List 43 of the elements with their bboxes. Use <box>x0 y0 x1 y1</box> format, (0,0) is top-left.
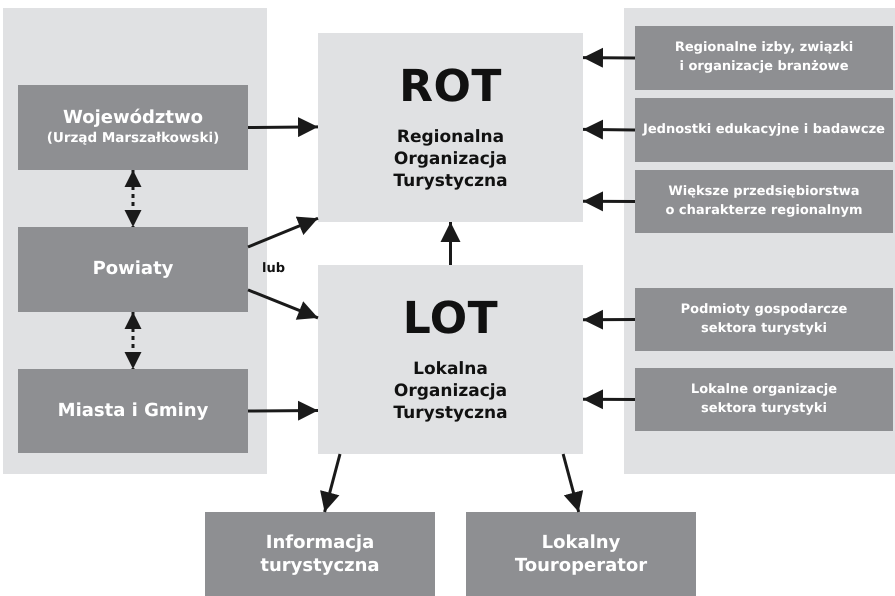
process-box <box>466 512 696 596</box>
arrow <box>247 288 319 320</box>
group-panel <box>624 8 895 474</box>
process-box <box>635 368 893 431</box>
process-box <box>635 26 893 90</box>
arrow <box>124 312 142 369</box>
process-box <box>205 512 435 596</box>
box-label: Podmioty gospodarcze sektora turystyki <box>680 300 848 338</box>
box-label: Miasta i Gminy <box>58 400 208 422</box>
acronym-title: ROT <box>399 63 502 112</box>
arrow <box>247 216 319 248</box>
arrow <box>248 400 318 421</box>
process-box <box>635 288 893 351</box>
organization-name: Lokalna Organizacja Turystyczna <box>392 358 509 424</box>
box-sublabel: (Urząd Marszałkowski) <box>46 130 220 148</box>
box-label: Lokalne organizacje sektora turystyki <box>690 380 838 418</box>
arrow <box>440 222 460 265</box>
process-box <box>18 85 248 170</box>
box-label: Jednostki edukacyjne i badawcze <box>643 120 885 139</box>
box-label: Powiaty <box>92 258 174 281</box>
arrow <box>582 48 636 68</box>
box-label: Informacja turystyczna <box>259 530 381 578</box>
organization-name: Regionalna Organizacja Turystyczna <box>392 126 509 192</box>
arrow <box>124 170 142 227</box>
organization-box <box>318 33 583 222</box>
arrow <box>582 120 636 140</box>
arrow <box>582 389 636 410</box>
box-label: Regionalne izby, związki i organizacje branżowe <box>674 39 854 76</box>
process-box <box>635 170 893 233</box>
box-label: Lokalny Touroperator <box>514 530 648 578</box>
arrow <box>320 454 342 512</box>
box-label: Województwo <box>63 107 203 130</box>
process-box <box>635 98 893 162</box>
acronym-title: LOT <box>402 295 498 344</box>
arrow <box>582 310 636 330</box>
arrow <box>562 454 584 512</box>
process-box <box>18 369 248 453</box>
note-text: lub <box>262 261 286 276</box>
arrow <box>582 191 636 212</box>
organization-box <box>318 265 583 454</box>
arrow <box>248 117 318 138</box>
box-label: Większe przedsiębiorstwa o charakterze regionalnym <box>664 182 864 220</box>
process-box <box>18 227 248 312</box>
